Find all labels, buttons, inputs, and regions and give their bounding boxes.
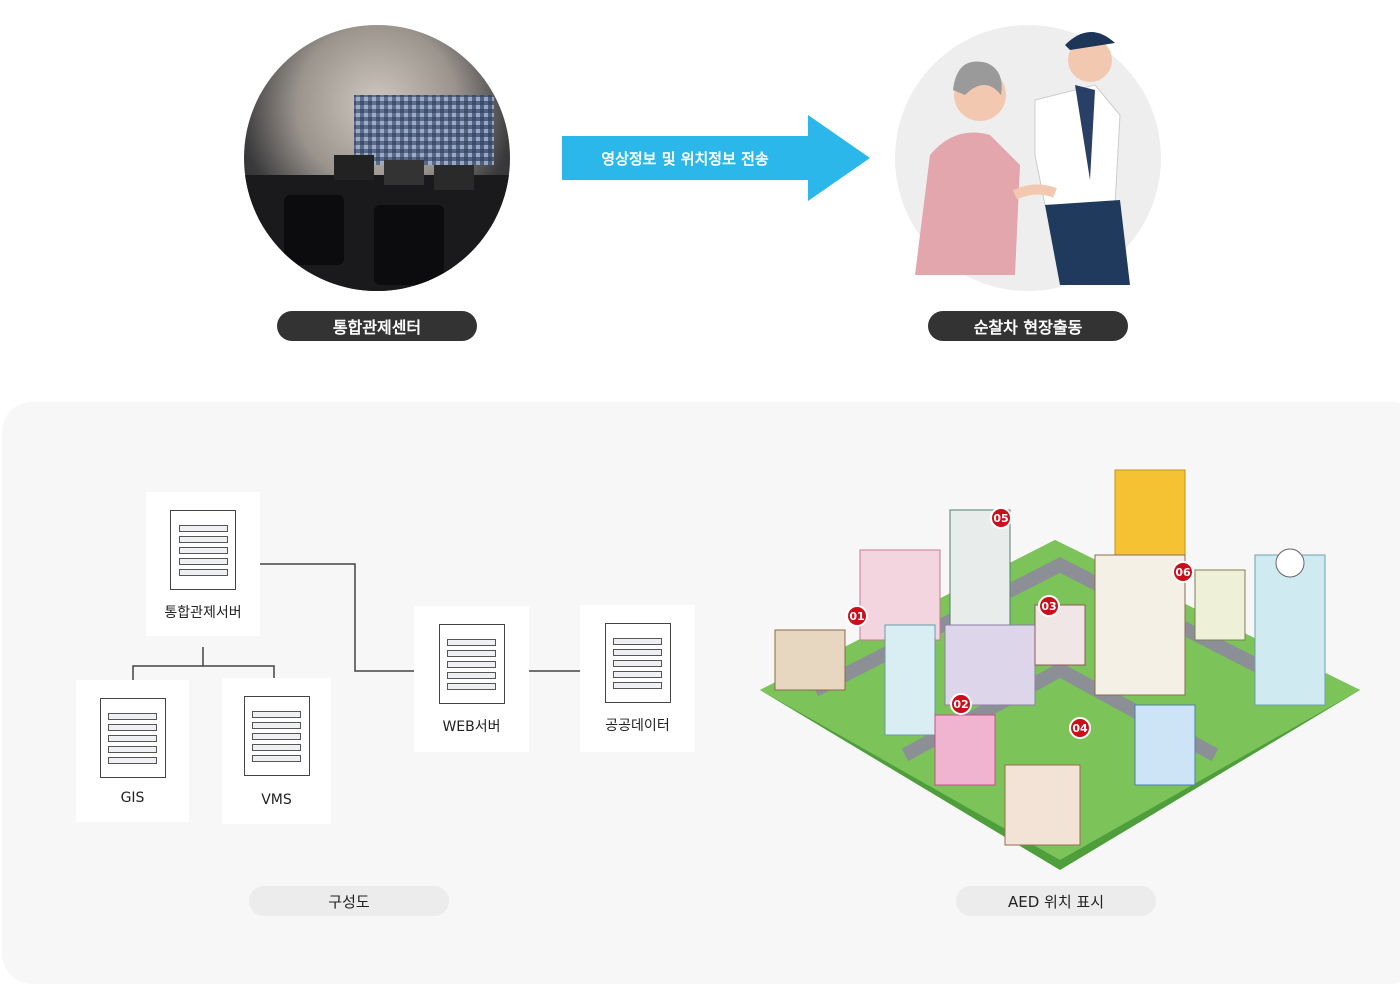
control-center-photo (244, 25, 510, 291)
patrol-label: 순찰차 현장출동 (928, 311, 1128, 341)
server-node-main: 통합관제서버 (146, 492, 260, 636)
server-node-vms: VMS (222, 678, 331, 824)
aed-marker[interactable]: 04 (1069, 717, 1091, 739)
diagram-connectors (132, 563, 580, 686)
server-icon (243, 696, 310, 776)
server-label: GIS (120, 790, 145, 806)
aed-marker[interactable]: 01 (846, 605, 868, 627)
arrow-label: 영상정보 및 위치정보 전송 (601, 149, 769, 168)
server-node-public: 공공데이터 (580, 605, 695, 752)
server-node-web: WEB서버 (414, 606, 529, 752)
aed-marker[interactable]: 06 (1172, 561, 1194, 583)
police-citizen-image (915, 31, 1130, 285)
server-label: 통합관제서버 (164, 605, 242, 621)
transmit-arrow (562, 115, 870, 201)
city-map-illustration (760, 469, 1360, 870)
server-icon (438, 624, 505, 704)
aed-marker[interactable]: 02 (950, 693, 972, 715)
control-center-label: 통합관제센터 (277, 311, 477, 341)
server-label: VMS (261, 792, 292, 808)
aed-marker[interactable]: 03 (1038, 595, 1060, 617)
server-label: 공공데이터 (605, 718, 670, 734)
aed-marker[interactable]: 05 (990, 507, 1012, 529)
patrol-illustration (895, 25, 1161, 291)
server-node-gis: GIS (76, 680, 189, 822)
diagram-caption: 구성도 (249, 886, 449, 916)
server-icon (99, 698, 166, 778)
server-label: WEB서버 (442, 719, 501, 735)
server-icon (604, 623, 671, 703)
map-caption: AED 위치 표시 (956, 886, 1156, 916)
server-icon (170, 510, 236, 590)
